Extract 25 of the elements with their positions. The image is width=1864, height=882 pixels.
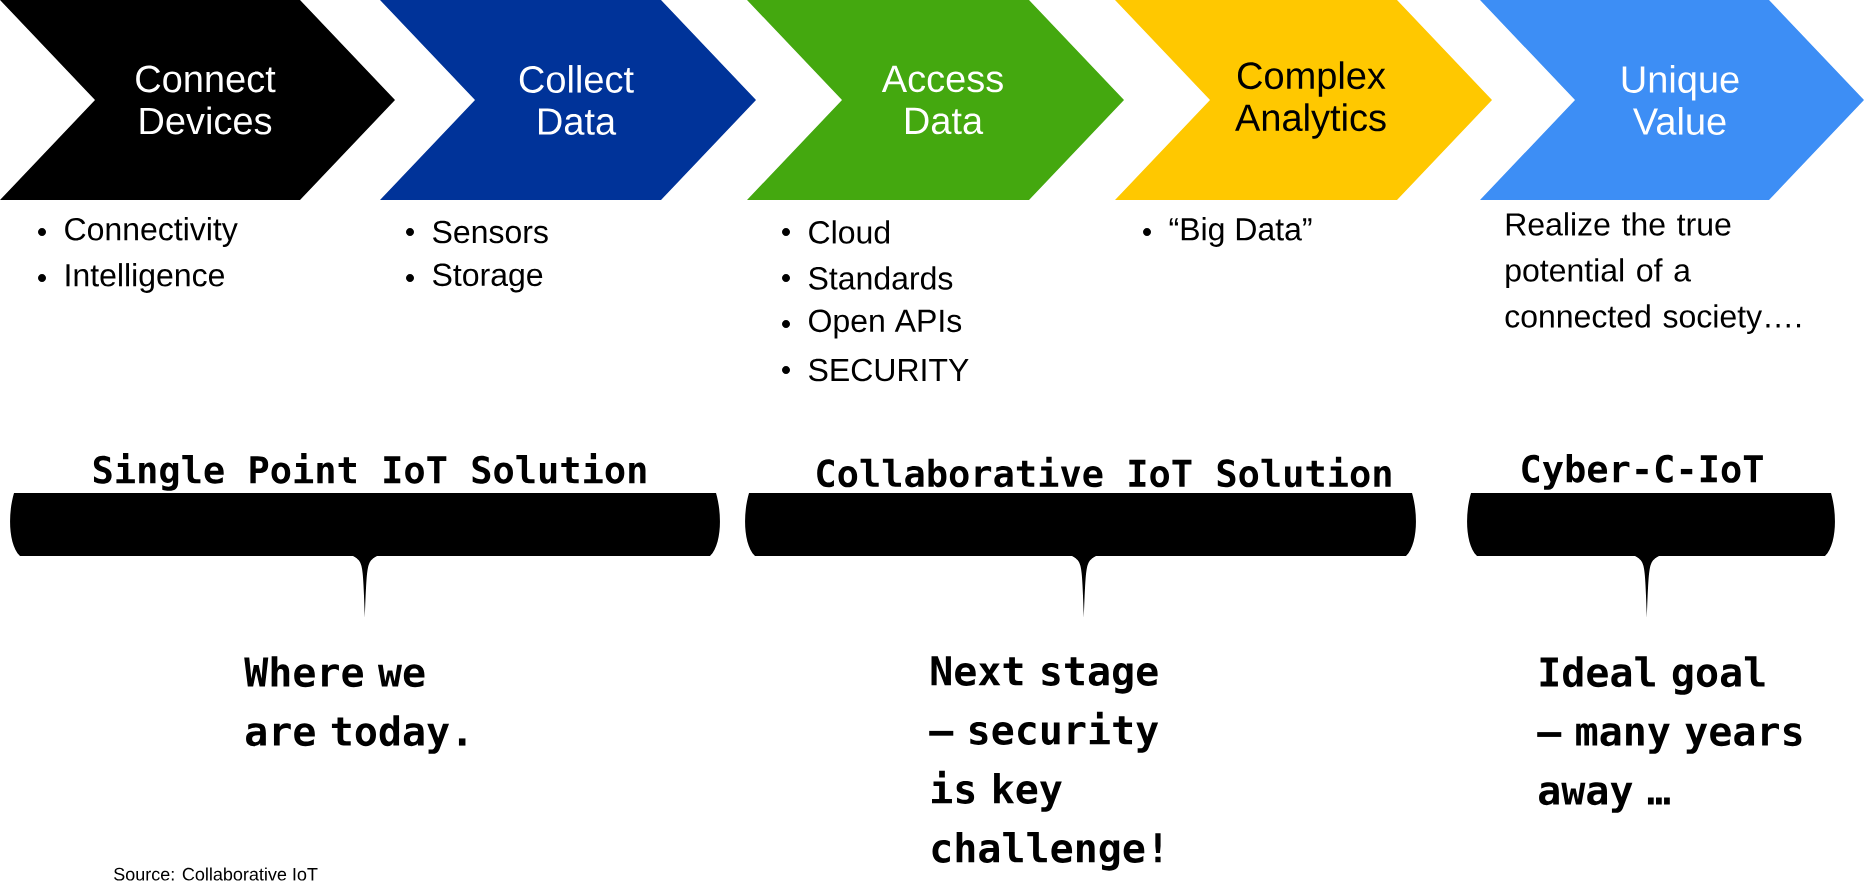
bracket: Single Point IoT Solution bbox=[10, 453, 720, 618]
process-step: Complex Analytics bbox=[1115, 0, 1492, 200]
note-text: Next stage – security is key challenge! bbox=[929, 656, 1161, 871]
bullet-item: SECURITY bbox=[809, 358, 969, 382]
note-text: Ideal goal – many years away … bbox=[1537, 656, 1802, 813]
bullet-item: Connectivity bbox=[65, 217, 238, 247]
bullet-item: Intelligence bbox=[66, 263, 224, 293]
bullet-item: Sensors bbox=[433, 220, 548, 244]
bullet-item: Cloud bbox=[809, 220, 890, 244]
source-note: Source: Collaborative IoT bbox=[114, 867, 318, 881]
bracket: Cyber-C-IoT bbox=[1467, 454, 1835, 618]
process-step: Connect Devices bbox=[0, 0, 395, 200]
node-label: Cyber-C-IoT bbox=[1522, 454, 1763, 490]
process-step: Collect Data bbox=[380, 0, 756, 200]
process-step: Unique Value bbox=[1480, 0, 1864, 200]
bracket: Collaborative IoT Solution bbox=[745, 456, 1416, 618]
bullet-item: Standards bbox=[809, 266, 953, 290]
note-text: Where we are today. bbox=[244, 656, 466, 754]
node-label: Single Point IoT Solution bbox=[93, 453, 646, 491]
node-label: Collaborative IoT Solution bbox=[817, 456, 1391, 488]
description-text: Realize the true potential of a connected society…. bbox=[1505, 212, 1801, 334]
process-step: Access Data bbox=[747, 0, 1124, 200]
bullet-item: Open APIs bbox=[809, 309, 962, 339]
bullet-item: Storage bbox=[433, 263, 543, 293]
bullet-item: “Big Data” bbox=[1169, 217, 1312, 247]
